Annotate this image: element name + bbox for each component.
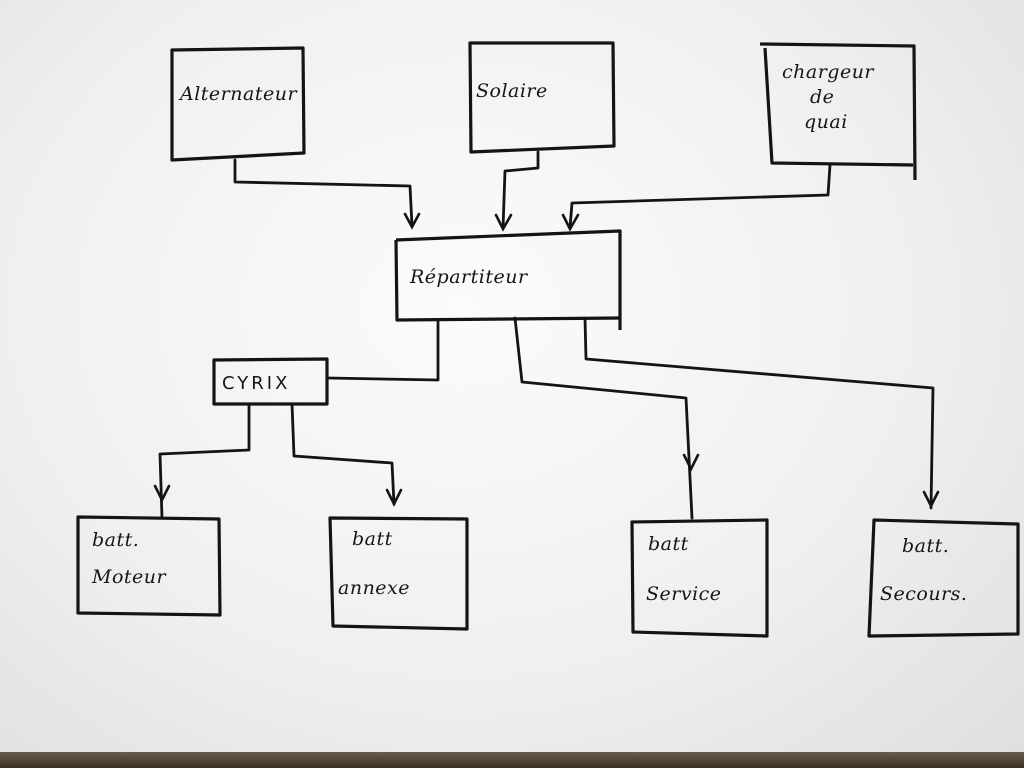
node-batt-secours: batt. Secours. — [867, 518, 1020, 638]
node-batt-annexe-line1: batt — [352, 528, 393, 550]
node-repartiteur-label: Répartiteur — [409, 266, 529, 288]
wire-repartiteur-to-cyrix — [326, 318, 440, 382]
node-batt-annexe-line2: annexe — [338, 577, 410, 599]
node-batt-moteur: batt. Moteur — [76, 515, 222, 617]
arrowhead — [922, 490, 940, 509]
table-edge — [0, 752, 1024, 768]
node-solaire: Solaire — [468, 41, 616, 154]
node-solaire-label: Solaire — [476, 80, 548, 102]
arrowhead — [153, 484, 171, 503]
node-batt-secours-line1: batt. — [902, 535, 949, 557]
arrowhead — [561, 213, 580, 232]
arrowhead — [385, 488, 403, 507]
node-batt-service: batt Service — [630, 518, 769, 638]
node-batt-service-line1: batt — [648, 533, 689, 555]
node-alternateur-label: Alternateur — [178, 83, 298, 105]
node-batt-annexe: batt annexe — [328, 516, 469, 631]
wire-alternateur-to-repartiteur — [233, 158, 421, 230]
wire-solaire-to-repartiteur — [494, 150, 540, 232]
wire-cyrix-to-batt-moteur — [153, 402, 251, 520]
arrowhead — [403, 212, 421, 230]
node-cyrix-label: CYRIX — [222, 373, 290, 394]
arrowhead — [682, 453, 700, 472]
node-chargeur-label-line1: chargeur — [782, 61, 875, 83]
node-batt-moteur-line1: batt. — [92, 529, 139, 551]
node-batt-secours-line2: Secours. — [880, 583, 967, 605]
node-batt-service-line2: Service — [646, 583, 722, 605]
wire-repartiteur-to-batt-secours — [583, 316, 940, 510]
node-alternateur: Alternateur — [170, 46, 306, 162]
node-cyrix: CYRIX — [212, 357, 329, 406]
node-chargeur-de-quai: chargeur de quai — [759, 42, 917, 181]
node-repartiteur: Répartiteur — [394, 229, 622, 330]
wire-cyrix-to-batt-annexe — [290, 402, 403, 507]
wire-repartiteur-to-batt-service — [513, 316, 700, 520]
wire-chargeur-to-repartiteur — [561, 163, 832, 232]
node-chargeur-label-line3: quai — [804, 111, 848, 133]
node-batt-moteur-line2: Moteur — [91, 566, 168, 588]
node-chargeur-label-line2: de — [810, 86, 834, 108]
arrowhead — [494, 213, 513, 232]
